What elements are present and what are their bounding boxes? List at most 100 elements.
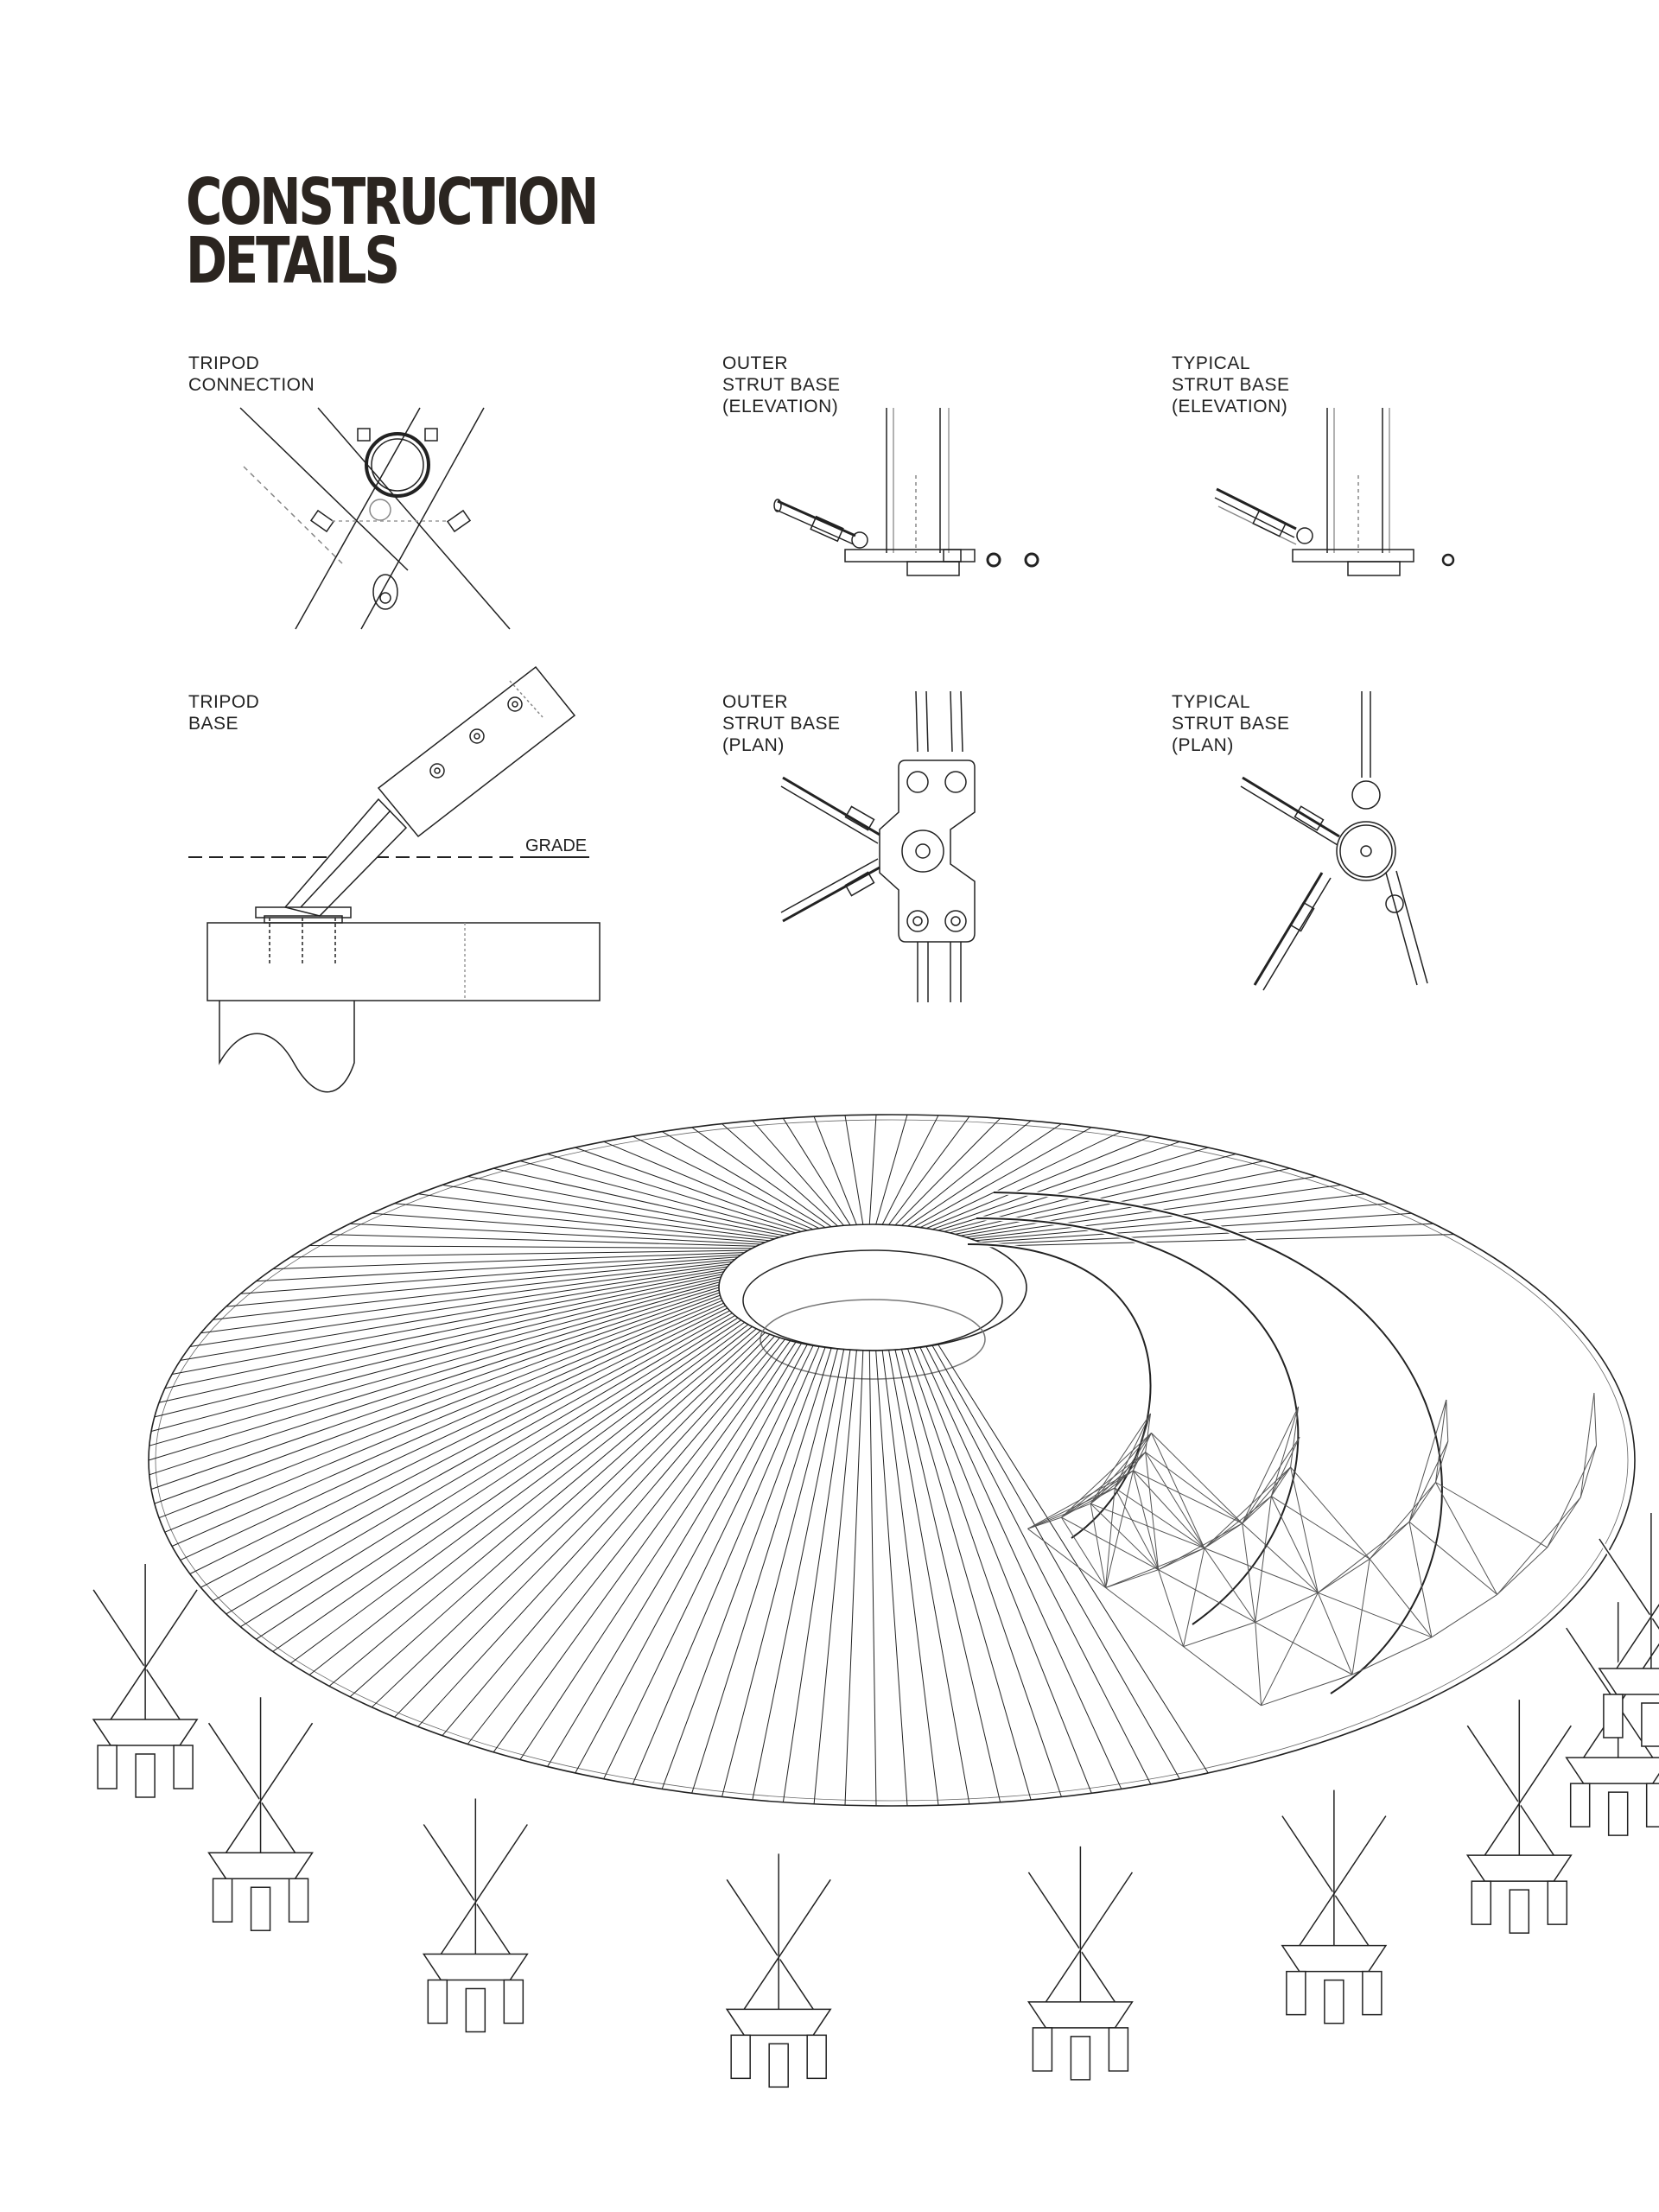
roof-slat — [813, 1116, 857, 1225]
roof-slat — [308, 1325, 753, 1675]
truss-member — [1242, 1522, 1319, 1593]
roof-slat — [240, 1317, 739, 1628]
truss-member — [1290, 1466, 1370, 1560]
roof-slat — [632, 1135, 820, 1230]
roof-slat — [493, 1340, 791, 1752]
roof-slat — [290, 1249, 749, 1258]
truss-member — [1133, 1433, 1152, 1471]
roof-slat — [154, 1279, 721, 1418]
grade-label: GRADE — [525, 836, 588, 855]
roof-slat — [189, 1307, 728, 1574]
truss-member — [1090, 1503, 1205, 1549]
truss-member — [1242, 1496, 1272, 1524]
roof-slat — [200, 1263, 730, 1334]
truss-member — [1133, 1470, 1243, 1524]
roof-slat — [913, 1348, 1092, 1794]
truss-member — [1027, 1528, 1106, 1588]
truss-member — [1090, 1503, 1159, 1571]
roof-slat — [493, 1167, 791, 1235]
roof-slat — [888, 1350, 970, 1804]
roof-slat — [575, 1147, 808, 1231]
tripod-support — [1027, 1846, 1135, 2081]
roof-slat — [844, 1350, 864, 1806]
truss-member — [1158, 1569, 1185, 1647]
truss-member — [1105, 1548, 1205, 1588]
truss-member — [1204, 1522, 1243, 1549]
roof-slat — [813, 1350, 857, 1804]
roof-slat — [691, 1127, 832, 1228]
roof-slat — [919, 1347, 1122, 1789]
truss-member — [1435, 1482, 1498, 1595]
truss-member — [1270, 1436, 1300, 1497]
truss-member — [1261, 1592, 1319, 1707]
roof-slat — [164, 1274, 723, 1389]
truss-member — [1105, 1470, 1134, 1588]
roof-slat — [913, 1127, 1092, 1228]
roof-slat — [907, 1123, 1062, 1227]
title-line-2: DETAILS — [186, 224, 400, 298]
truss-member — [1547, 1497, 1581, 1548]
truss-member — [1105, 1569, 1159, 1588]
roof-slat — [901, 1120, 1032, 1226]
roof-slat — [394, 1333, 771, 1718]
truss-member — [1580, 1393, 1595, 1497]
truss-member — [1369, 1558, 1433, 1638]
roof-slat — [213, 1261, 733, 1320]
truss-member — [1158, 1548, 1205, 1571]
roof-slat — [661, 1347, 826, 1789]
roof-slat — [417, 1193, 775, 1240]
roof-slat — [988, 1234, 1455, 1247]
roof-slat — [256, 1319, 741, 1640]
truss-member — [1351, 1637, 1433, 1675]
truss-member — [1151, 1433, 1205, 1548]
roof-slat — [149, 1289, 720, 1476]
tripod-support — [1280, 1789, 1388, 2024]
roof-slat — [171, 1302, 724, 1547]
roof-slat — [171, 1271, 724, 1375]
roof-slat — [970, 1193, 1366, 1240]
truss-member — [1408, 1521, 1498, 1595]
truss-member — [1090, 1452, 1147, 1504]
roof-slat — [894, 1350, 1001, 1802]
truss-member — [1408, 1482, 1436, 1522]
roof-slat — [752, 1120, 844, 1226]
truss-member — [1061, 1516, 1159, 1571]
truss-member — [1255, 1592, 1319, 1623]
truss-member — [1446, 1399, 1449, 1442]
truss-member — [1580, 1445, 1597, 1498]
roof-slat — [900, 1349, 1032, 1801]
truss-member — [1145, 1452, 1205, 1548]
truss-member — [1114, 1487, 1160, 1570]
truss-member — [1242, 1523, 1256, 1623]
truss-member — [1261, 1674, 1353, 1707]
roof-slat — [721, 1123, 838, 1227]
roof-slat — [164, 1300, 723, 1533]
roof-slat — [149, 1284, 720, 1446]
truss-member — [1204, 1548, 1319, 1593]
roof-slat — [894, 1117, 1001, 1226]
roof-slat — [394, 1203, 770, 1242]
roof-slat — [984, 1223, 1433, 1245]
outer-strut-elevation-drawing — [773, 408, 1039, 576]
label-outer-strut-elevation: OUTER STRUT BASE (ELEVATION) — [722, 353, 841, 416]
roof-slat — [519, 1160, 797, 1234]
roof-slat — [226, 1315, 735, 1615]
roof-slat — [272, 1252, 745, 1270]
roof-slat — [661, 1131, 826, 1229]
roof-slat — [547, 1343, 802, 1767]
roof-slat — [154, 1294, 721, 1504]
typical-strut-elevation-drawing — [1214, 408, 1455, 576]
roof-slat — [603, 1141, 814, 1230]
truss-member — [1183, 1548, 1205, 1647]
truss-member — [1133, 1470, 1205, 1549]
page-title: CONSTRUCTION DETAILS — [186, 170, 599, 298]
truss-member — [1317, 1592, 1353, 1675]
truss-member — [1158, 1569, 1256, 1623]
truss-member — [1145, 1452, 1243, 1524]
truss-member — [1317, 1521, 1410, 1593]
roof-slat — [691, 1348, 832, 1794]
truss-member — [1242, 1436, 1300, 1524]
truss-member — [1435, 1482, 1548, 1548]
label-typical-strut-plan: TYPICAL STRUT BASE (PLAN) — [1172, 692, 1290, 755]
truss-member — [1204, 1496, 1272, 1549]
